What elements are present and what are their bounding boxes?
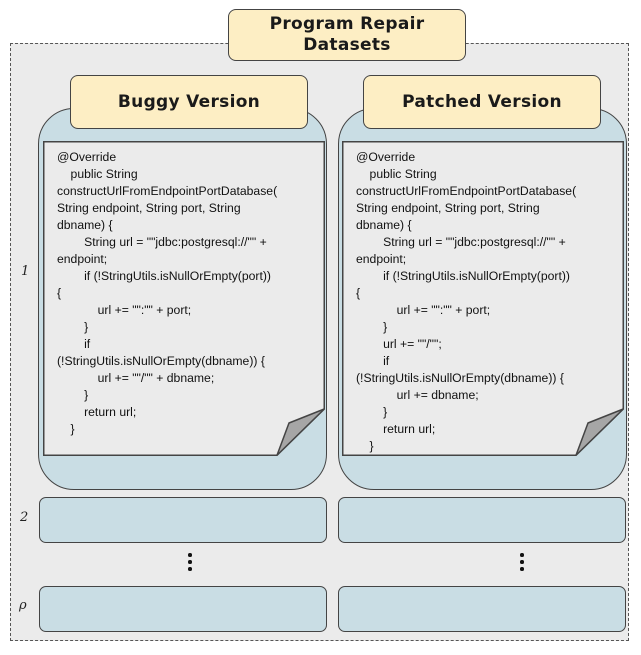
- row-label-2: 2: [20, 510, 29, 525]
- patched-version-header: Patched Version: [363, 75, 601, 129]
- patched-row-2: [338, 497, 626, 543]
- patched-code-document: @Override public String constructUrlFrom…: [342, 141, 624, 456]
- buggy-code: @Override public String constructUrlFrom…: [57, 150, 278, 436]
- document-page-icon: [342, 141, 624, 456]
- buggy-row-2: [39, 497, 327, 543]
- row-label-1: 1: [21, 264, 30, 279]
- ellipsis-icon: [517, 553, 527, 574]
- row-label-rho: ρ: [19, 598, 27, 613]
- patched-row-rho: [338, 586, 626, 632]
- patched-code: @Override public String constructUrlFrom…: [356, 150, 577, 453]
- buggy-version-header: Buggy Version: [70, 75, 308, 129]
- buggy-code-document: @Override public String constructUrlFrom…: [43, 141, 325, 456]
- document-page-icon: [43, 141, 325, 456]
- buggy-row-rho: [39, 586, 327, 632]
- ellipsis-icon: [185, 553, 195, 574]
- diagram-title: Program Repair Datasets: [228, 9, 466, 61]
